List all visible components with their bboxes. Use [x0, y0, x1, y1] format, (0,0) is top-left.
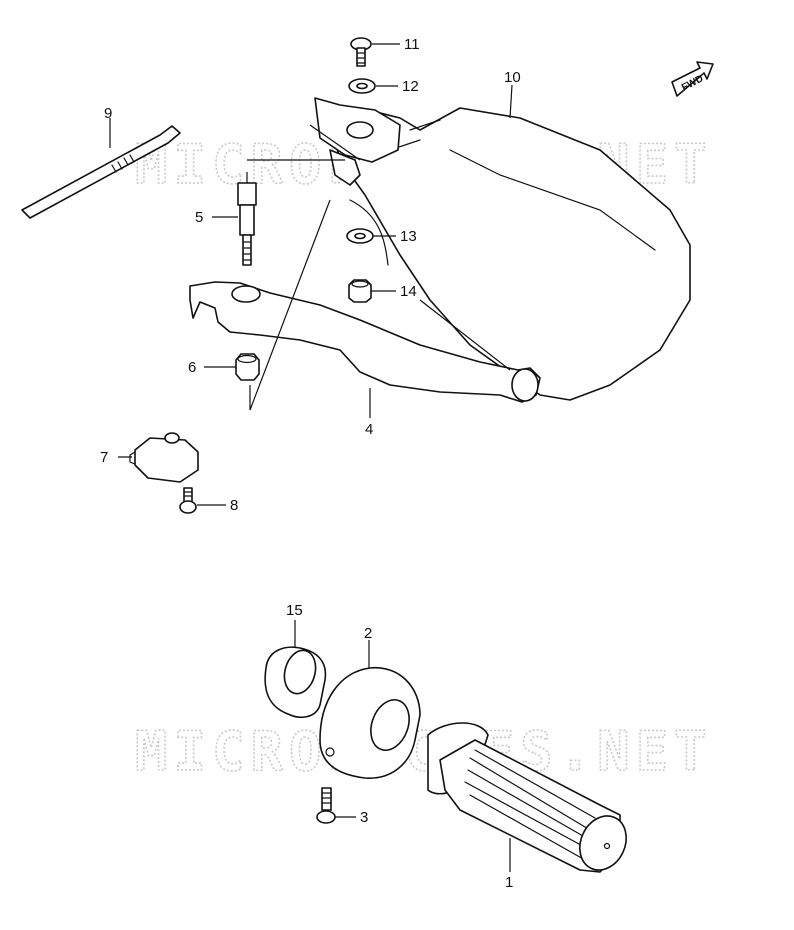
callout-14: 14 [400, 283, 417, 300]
brake-light-switch [129, 432, 199, 483]
nut-6 [235, 353, 260, 381]
callout-9: 9 [104, 105, 112, 122]
callout-11: 11 [404, 36, 420, 53]
nut-14 [348, 279, 372, 303]
callout-2: 2 [364, 625, 372, 642]
callout-12: 12 [402, 78, 419, 95]
brake-lever [189, 281, 541, 403]
leader-lines [109, 43, 513, 872]
callout-15: 15 [286, 602, 303, 619]
spacer-ring [264, 646, 327, 719]
callout-5: 5 [195, 209, 203, 226]
lever-bracket [314, 97, 401, 186]
pivot-bolt [237, 182, 257, 266]
callout-1: 1 [505, 874, 513, 891]
callout-6: 6 [188, 359, 196, 376]
washer-13 [346, 228, 374, 244]
washer-12 [348, 78, 376, 94]
screw-3 [316, 787, 336, 824]
callout-7: 7 [100, 449, 108, 466]
cable-tie [21, 125, 181, 219]
callout-8: 8 [230, 497, 238, 514]
fwd-arrow-icon: FWD [671, 61, 714, 97]
callout-4: 4 [365, 421, 373, 438]
bar-end-weight [319, 667, 421, 779]
hand-grip [427, 722, 627, 873]
callout-3: 3 [360, 809, 368, 826]
callout-10: 10 [504, 69, 521, 86]
watermark-bottom: MICROFICHES.NET [135, 720, 713, 783]
screw-8 [179, 487, 197, 514]
callout-13: 13 [400, 228, 417, 245]
screw-11 [350, 37, 372, 67]
